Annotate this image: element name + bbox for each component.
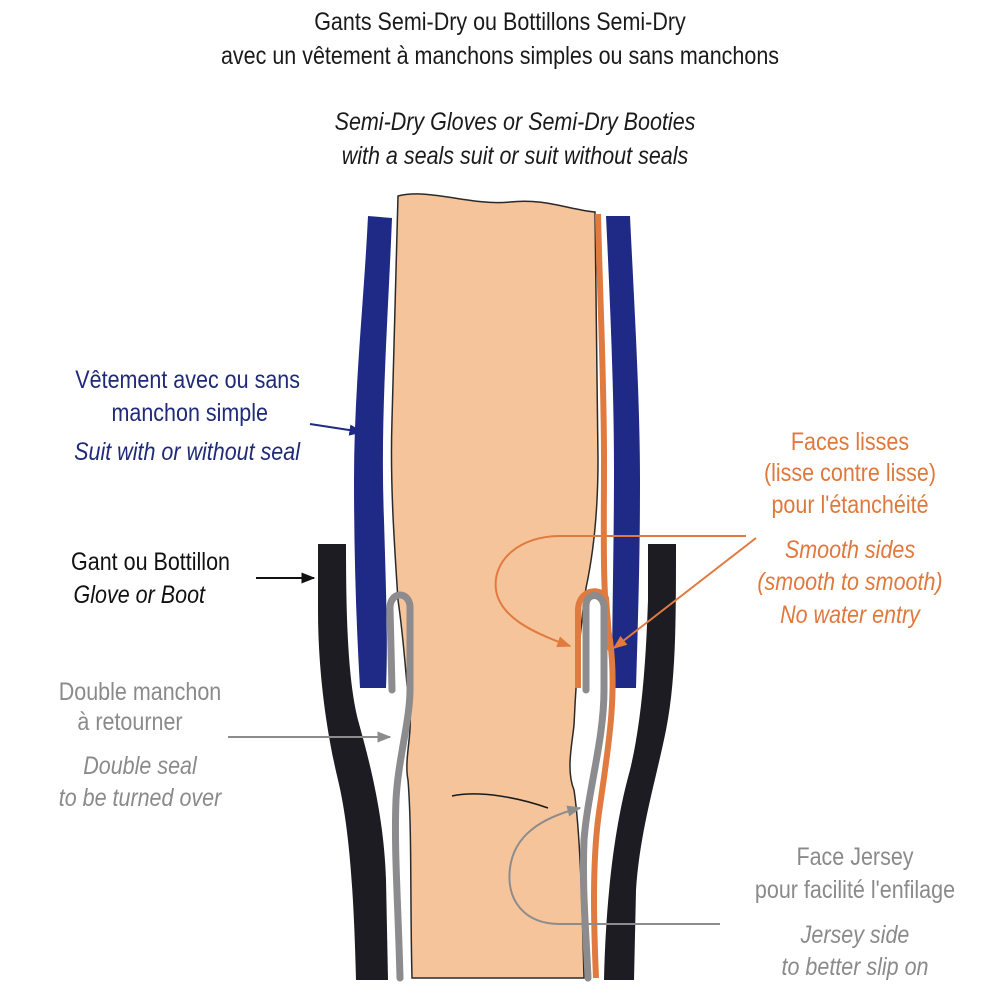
jersey-label-fr-line1: Face Jersey bbox=[796, 843, 914, 871]
smooth-label-en-line3: No water entry bbox=[780, 601, 920, 629]
suit-label-fr-line1: Vêtement avec ou sans bbox=[75, 366, 300, 394]
suit-left-wall bbox=[354, 216, 392, 688]
title-en-line1: Semi-Dry Gloves or Semi-Dry Booties bbox=[334, 108, 696, 136]
title-fr-line2: avec un vêtement à manchons simples ou s… bbox=[220, 42, 780, 70]
glove-left-wall bbox=[318, 544, 388, 980]
double-seal-label-fr-line2: à retourner bbox=[77, 708, 183, 736]
glove-right-wall bbox=[604, 544, 676, 980]
double-seal-left bbox=[386, 591, 414, 982]
smooth-label-fr-line2: (lisse contre lisse) bbox=[763, 459, 937, 487]
glove-label-fr: Gant ou Bottillon bbox=[71, 548, 230, 576]
smooth-label-fr-line3: pour l'étanchéité bbox=[771, 491, 929, 519]
smooth-label-en-line1: Smooth sides bbox=[784, 536, 916, 564]
title-en-line2: with a seals suit or suit without seals bbox=[341, 142, 689, 170]
smooth-label-en-line2: (smooth to smooth) bbox=[757, 568, 943, 596]
jersey-label-en-line2: to better slip on bbox=[781, 953, 929, 981]
smooth-seal-fold-orange bbox=[575, 588, 613, 688]
jersey-arrow bbox=[508, 805, 720, 925]
glove-label-en: Glove or Boot bbox=[73, 581, 205, 609]
jersey-label-fr-line2: pour facilité l'enfilage bbox=[754, 876, 956, 904]
knee-crease-line bbox=[451, 793, 549, 809]
suit-label-en: Suit with or without seal bbox=[74, 438, 300, 466]
title-fr-line1: Gants Semi-Dry ou Bottillons Semi-Dry bbox=[314, 8, 686, 36]
smooth-arrow-right bbox=[612, 537, 757, 649]
double-seal-label-fr-line1: Double manchon bbox=[58, 678, 222, 706]
double-seal-right bbox=[579, 592, 608, 982]
suit-arrow bbox=[309, 423, 364, 436]
smooth-label-fr-line1: Faces lisses bbox=[790, 428, 910, 456]
smooth-arrow-left bbox=[494, 535, 746, 648]
suit-label-fr-line2: manchon simple bbox=[111, 399, 268, 427]
double-seal-label-en-line2: to be turned over bbox=[58, 784, 222, 812]
jersey-label-en-line1: Jersey side bbox=[800, 921, 910, 949]
double-seal-label-en-line1: Double seal bbox=[83, 752, 197, 780]
suit-right-wall bbox=[606, 216, 640, 688]
